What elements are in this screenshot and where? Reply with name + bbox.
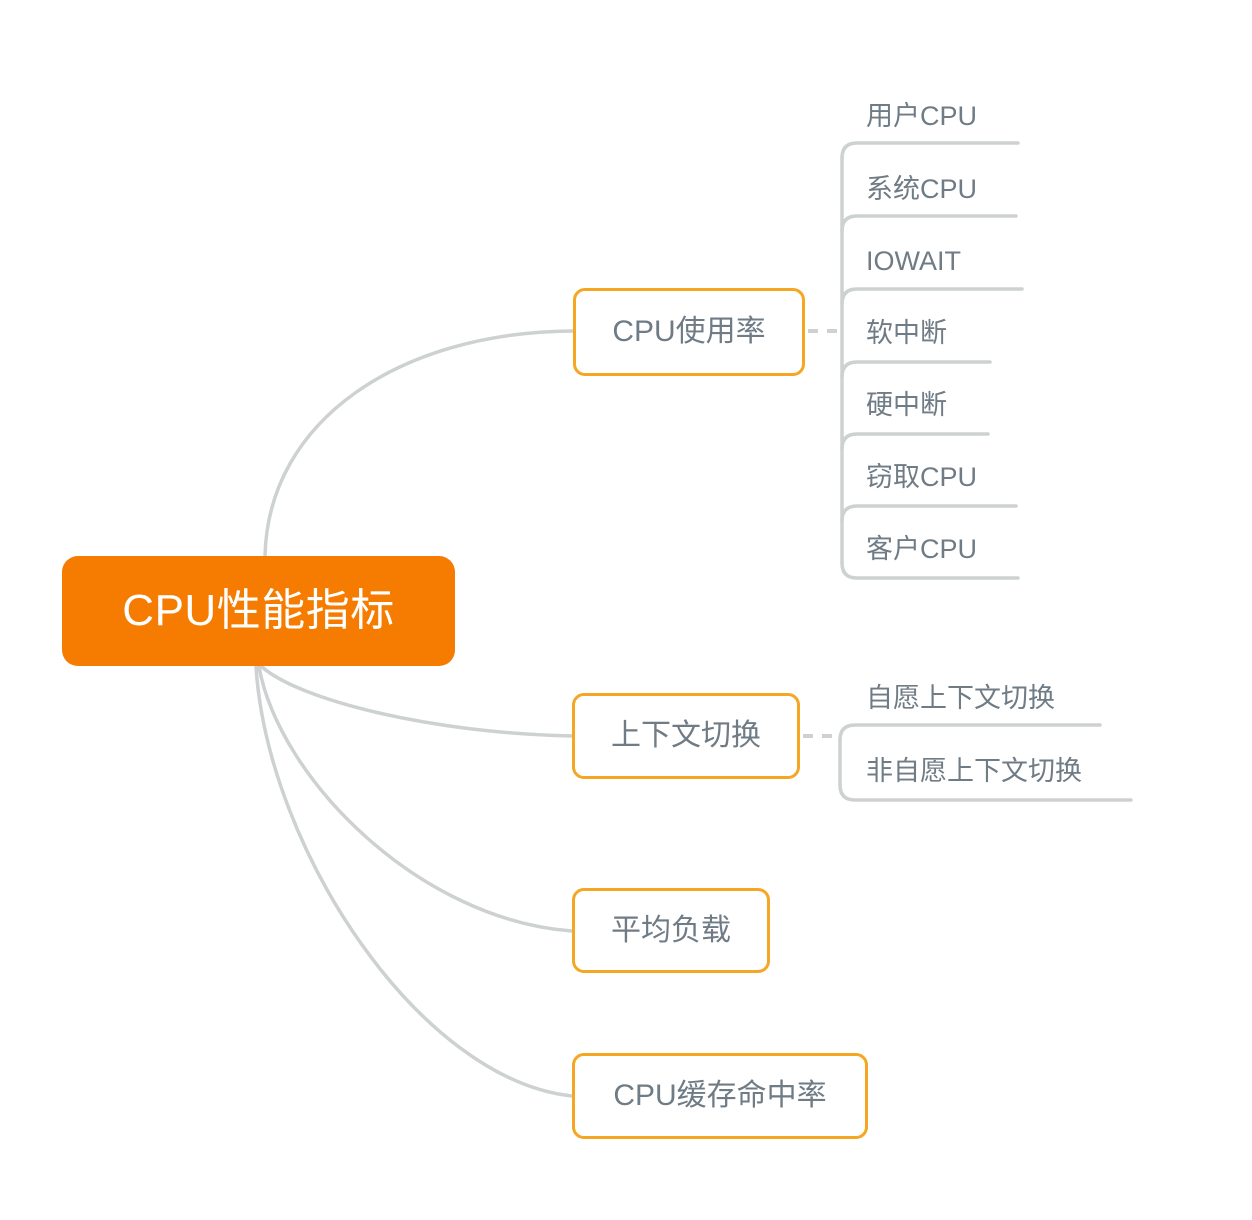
rule-steal-cpu bbox=[840, 504, 1018, 523]
edge-root-to-context-switch bbox=[260, 665, 574, 738]
branch-node-context-switch[interactable]: 上下文切换 bbox=[572, 693, 800, 779]
leaf-node-soft-irq[interactable]: 软中断 bbox=[866, 318, 947, 348]
leaf-node-guest-cpu[interactable]: 客户CPU bbox=[866, 534, 978, 564]
leaf-node-voluntary-context-switch[interactable]: 自愿上下文切换 bbox=[866, 683, 1055, 713]
branch-node-cpu-usage[interactable]: CPU使用率 bbox=[573, 288, 805, 376]
edge-root-to-cache-hit-rate bbox=[254, 665, 574, 1098]
leaf-node-system-cpu[interactable]: 系统CPU bbox=[866, 174, 978, 204]
rule-system-cpu bbox=[840, 214, 1018, 233]
leaf-node-involuntary-context-switch[interactable]: 非自愿上下文切换 bbox=[866, 756, 1082, 786]
rule-guest-cpu bbox=[840, 561, 1020, 580]
root-node[interactable]: CPU性能指标 bbox=[62, 556, 455, 666]
leaf-node-iowait[interactable]: IOWAIT bbox=[866, 246, 961, 276]
rule-hard-irq bbox=[840, 432, 990, 451]
rule-voluntary-context-switch bbox=[838, 723, 1102, 742]
branch-node-context-switch-label: 上下文切换 bbox=[611, 719, 761, 752]
edge-root-to-cpu-usage bbox=[263, 329, 575, 558]
rule-user-cpu bbox=[840, 141, 1020, 160]
rule-involuntary-context-switch bbox=[838, 783, 1133, 802]
rule-soft-irq bbox=[840, 360, 992, 379]
edge-root-to-load-average bbox=[257, 665, 574, 933]
leaf-node-steal-cpu[interactable]: 窃取CPU bbox=[866, 462, 978, 492]
leaf-node-hard-irq[interactable]: 硬中断 bbox=[866, 390, 947, 420]
branch-node-load-average-label: 平均负载 bbox=[611, 913, 731, 947]
root-node-label: CPU性能指标 bbox=[122, 586, 395, 635]
branch-node-cpu-usage-label: CPU使用率 bbox=[612, 315, 766, 348]
leaf-node-user-cpu[interactable]: 用户CPU bbox=[866, 101, 978, 131]
branch-node-cache-hit-rate-label: CPU缓存命中率 bbox=[613, 1079, 827, 1112]
branch-node-cache-hit-rate[interactable]: CPU缓存命中率 bbox=[572, 1053, 868, 1139]
rule-iowait bbox=[840, 287, 1024, 306]
branch-node-load-average[interactable]: 平均负载 bbox=[572, 888, 770, 973]
